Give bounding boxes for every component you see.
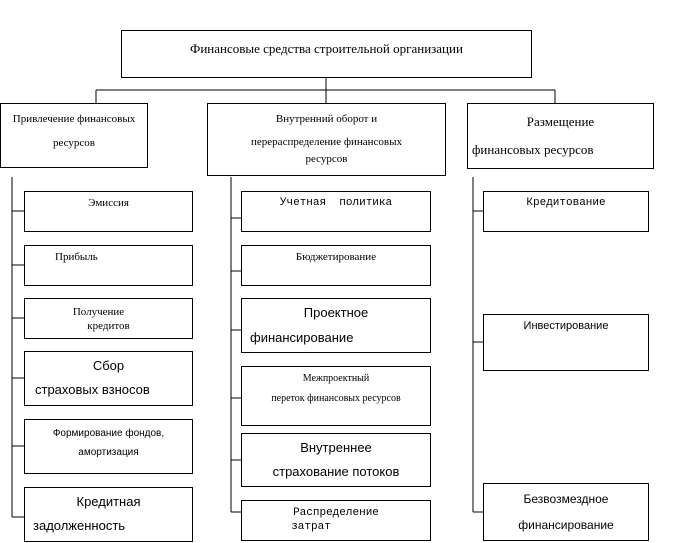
- node-label: Эмиссия: [88, 197, 129, 209]
- header-line: ресурсов: [53, 137, 95, 149]
- header-line: перераспределение финансовых: [251, 136, 402, 148]
- header-line: Размещение: [526, 114, 595, 129]
- node-label: Кредитная: [76, 494, 141, 509]
- node-label: Сбор: [92, 358, 125, 373]
- node-label: Учетная политика: [279, 197, 393, 209]
- header-line: ресурсов: [305, 153, 348, 165]
- column-header-placement: Размещение финансовых ресурсов: [467, 103, 654, 169]
- root-node: Финансовые средства строительной организ…: [121, 30, 532, 78]
- node-label: переток финансовых ресурсов: [271, 393, 401, 404]
- node-loans: Получение кредитов: [24, 298, 193, 339]
- node-label: страхование потоков: [272, 464, 400, 479]
- header-line: финансовых ресурсов: [472, 142, 594, 157]
- column-header-attraction: Привлечение финансовых ресурсов: [0, 103, 148, 168]
- node-insurance-premiums: Сбор страховых взносов: [24, 351, 193, 406]
- node-label: Проектное: [303, 305, 369, 320]
- node-profit: Прибыль: [24, 245, 193, 286]
- node-label: Распределение: [293, 507, 379, 519]
- root-title: Финансовые средства строительной организ…: [190, 41, 463, 56]
- node-credit-debt: Кредитная задолженность: [24, 487, 193, 542]
- node-project-financing: Проектное финансирование: [241, 298, 431, 353]
- node-gratuitous-financing: Безвозмездное финансирование: [483, 483, 649, 541]
- node-label: Бюджетирование: [295, 251, 377, 263]
- node-internal-insurance: Внутреннее страхование потоков: [241, 433, 431, 487]
- node-label: Безвозмездное: [523, 492, 609, 506]
- node-accounting-policy: Учетная политика: [241, 191, 431, 232]
- node-label: кредитов: [87, 320, 130, 332]
- node-label: страховых взносов: [35, 382, 150, 397]
- node-label: Инвестирование: [523, 320, 609, 332]
- node-funds-depreciation: Формирование фондов, амортизация: [24, 419, 193, 474]
- node-label: Получение: [72, 306, 125, 318]
- node-label: Межпроектный: [302, 373, 370, 384]
- header-line: Внутренний оборот и: [275, 113, 378, 125]
- node-label: финансирование: [518, 518, 614, 532]
- node-emission: Эмиссия: [24, 191, 193, 232]
- header-line: Привлечение финансовых: [12, 113, 136, 125]
- node-label: Прибыль: [55, 251, 98, 263]
- node-label: финансирование: [250, 330, 354, 345]
- node-label: Формирование фондов,: [52, 428, 165, 439]
- node-label: амортизация: [78, 447, 139, 458]
- node-label: затрат: [291, 521, 331, 533]
- node-label: Кредитование: [526, 197, 606, 209]
- node-lending: Кредитование: [483, 191, 649, 232]
- node-cost-allocation: Распределение затрат: [241, 500, 431, 541]
- node-label: задолженность: [33, 518, 126, 533]
- node-label: Внутреннее: [300, 440, 372, 455]
- node-budgeting: Бюджетирование: [241, 245, 431, 286]
- column-header-internal: Внутренний оборот и перераспределение фин…: [207, 103, 446, 176]
- node-interproject-flow: Межпроектный переток финансовых ресурсов: [241, 366, 431, 426]
- node-investing: Инвестирование: [483, 314, 649, 371]
